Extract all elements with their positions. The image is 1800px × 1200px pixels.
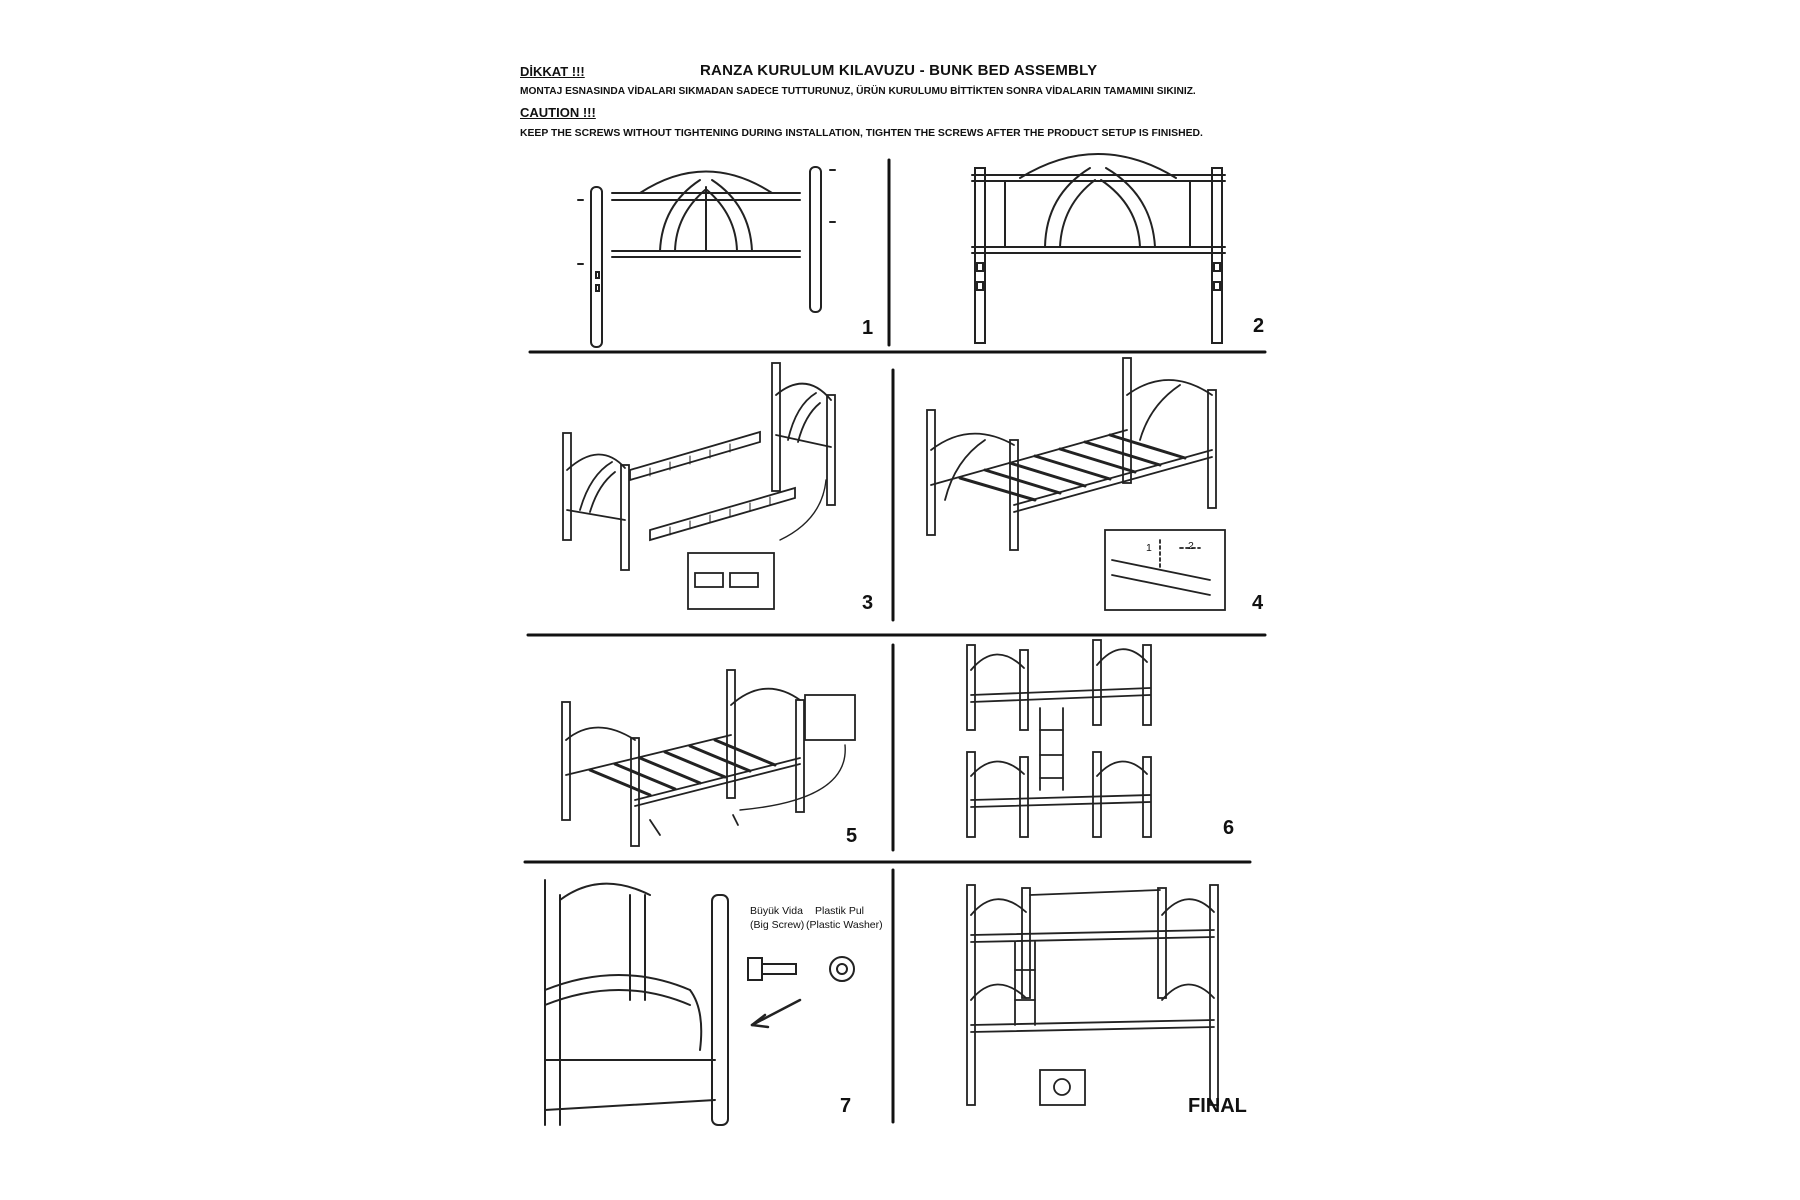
step4-arrow-2-label: 2 (1188, 540, 1194, 552)
step6-illustration (966, 639, 1152, 838)
plastic-washer-label-en: (Plastic Washer) (806, 919, 883, 931)
step-4-number: 4 (1252, 592, 1264, 614)
warning-label-en: CAUTION !!! (520, 105, 596, 120)
step3-illustration (562, 362, 836, 610)
final-step-label: FINAL (1188, 1095, 1247, 1117)
step7-illustration (544, 879, 855, 1126)
step5-illustration (561, 669, 856, 847)
warning-label-tr: DİKKAT !!! (520, 64, 585, 79)
document-title: RANZA KURULUM KILAVUZU - BUNK BED ASSEMB… (700, 62, 1098, 79)
warning-text-tr: MONTAJ ESNASINDA VİDALARI SIKMADAN SADEC… (520, 86, 1196, 97)
step4-arrow-1-label: 1 (1146, 542, 1152, 554)
final-illustration (966, 884, 1219, 1106)
big-screw-label-en: (Big Screw) (750, 919, 805, 931)
step2-illustration (971, 153, 1226, 344)
step-7-number: 7 (840, 1095, 852, 1117)
step4-illustration (926, 357, 1226, 611)
step1-illustration (577, 166, 836, 348)
step-6-number: 6 (1223, 817, 1235, 839)
plastic-washer-label-tr: Plastik Pul (815, 905, 865, 917)
grid-dividers (523, 158, 1267, 1124)
step-3-number: 3 (862, 592, 874, 614)
step-1-number: 1 (862, 317, 874, 339)
step-2-number: 2 (1253, 315, 1265, 337)
step-5-number: 5 (846, 825, 858, 847)
big-screw-label-tr: Büyük Vida (750, 905, 803, 917)
warning-text-en: KEEP THE SCREWS WITHOUT TIGHTENING DURIN… (520, 128, 1203, 139)
